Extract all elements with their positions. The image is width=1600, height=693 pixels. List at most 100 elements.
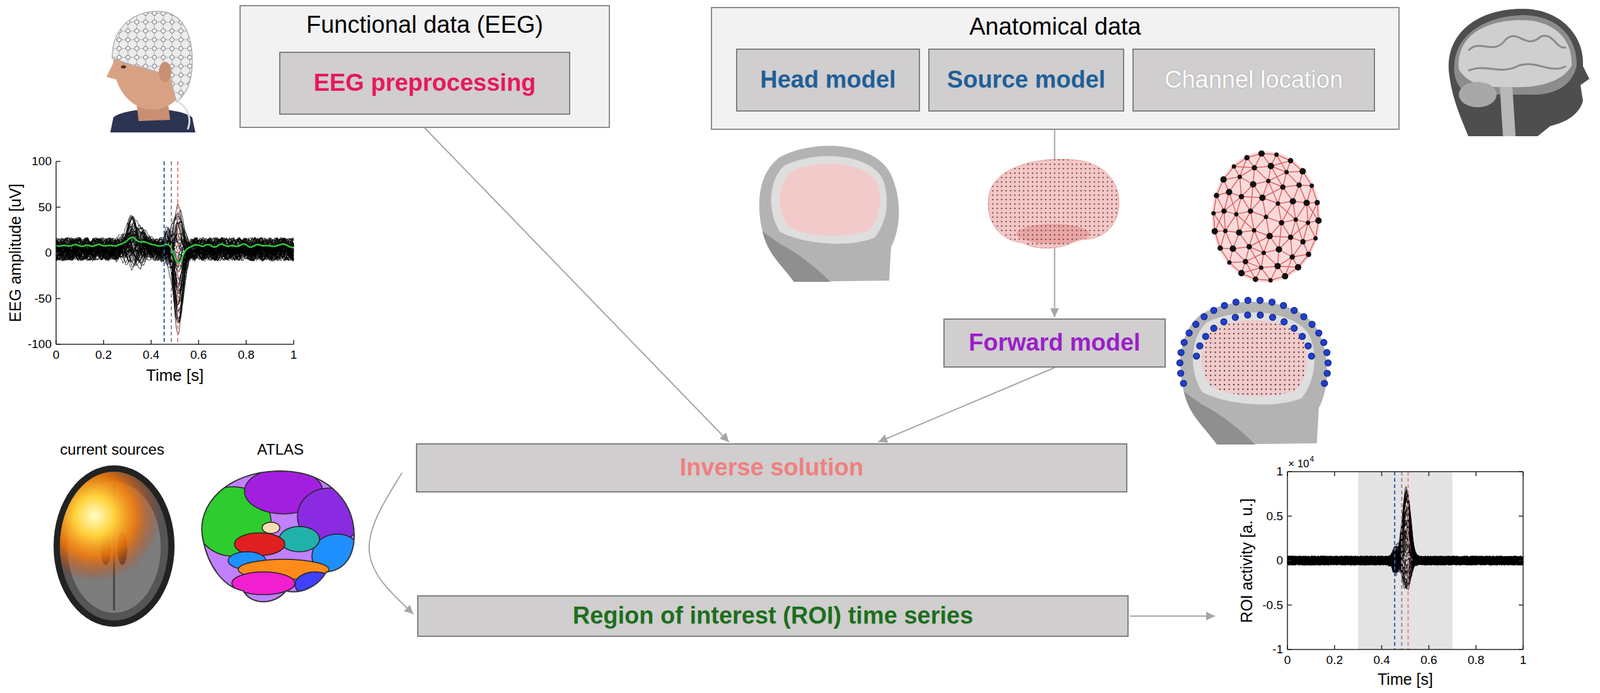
channel-location-mesh (1246, 243, 1253, 250)
channel-location-mesh (1314, 199, 1321, 206)
electrode-dots (1193, 352, 1200, 360)
tick-label: 0.8 (237, 347, 254, 362)
channel-traces (56, 211, 294, 266)
channel-location-mesh (1259, 194, 1266, 201)
tick-label: -100 (27, 337, 52, 352)
electrode-dots (1323, 349, 1331, 356)
tick-label: 50 (38, 200, 52, 215)
channel-location-mesh (1278, 222, 1282, 249)
time-marker (1393, 471, 1396, 650)
channel-location-mesh (1278, 219, 1285, 226)
channel-traces (56, 237, 294, 270)
chart-axes (245, 339, 248, 345)
channel-location-mesh (1258, 149, 1265, 157)
channel-location-mesh (1308, 222, 1316, 239)
axis-label: ROI activity [a. u.] (1237, 497, 1256, 622)
channel-traces (56, 203, 294, 261)
mri-sagittal-image (1468, 35, 1566, 71)
channel-location-mesh (1290, 236, 1293, 257)
channel-location-mesh (1213, 192, 1220, 199)
channel-location-mesh (1295, 219, 1303, 242)
chart-axes (1287, 470, 1524, 472)
channel-location-mesh (1254, 216, 1267, 231)
tick-label: -0.5 (1262, 598, 1284, 612)
time-marker (1407, 471, 1409, 650)
electrode-dots (1300, 313, 1307, 320)
channel-location-mesh (1211, 228, 1219, 235)
chart-axes (1518, 515, 1524, 517)
chart-axes (1381, 471, 1383, 476)
brain-atlas-image (279, 526, 320, 552)
channel-location-mesh (1260, 252, 1264, 268)
eeg-cap-photo (176, 100, 190, 130)
channel-location-mesh (1238, 269, 1245, 277)
channel-location-mesh (1293, 217, 1299, 222)
process-box: EEG preprocessing (279, 51, 571, 115)
electrode-dots (1256, 296, 1263, 304)
connector-group (369, 127, 1055, 614)
tick-label: 0.2 (1326, 652, 1343, 667)
channel-location-mesh (1233, 211, 1239, 217)
channel-traces (1287, 517, 1524, 565)
eeg-cap-photo (120, 65, 127, 69)
brain-atlas-image (201, 470, 355, 602)
channel-traces (56, 221, 294, 260)
channel-traces (56, 214, 294, 273)
forward-model-image (1176, 296, 1331, 445)
channel-location-mesh (1284, 170, 1289, 175)
mri-sagittal-image (1458, 20, 1572, 88)
electrode-dots (1315, 329, 1323, 336)
electrode-dots (1291, 306, 1298, 314)
channel-location-mesh (1228, 192, 1236, 215)
channel-location-mesh (1315, 217, 1322, 224)
axis-multiplier: 4 (1310, 454, 1315, 464)
image-caption: current sources (59, 440, 164, 459)
channel-location-mesh (1260, 267, 1271, 281)
chart-axes (103, 339, 105, 345)
mri-sagittal-image (1499, 86, 1516, 137)
source-model-image (988, 158, 1120, 248)
channel-location-mesh (1239, 157, 1247, 177)
channel-location-mesh (1231, 164, 1237, 169)
channel-location-mesh (1237, 174, 1243, 179)
channel-location-mesh (1250, 184, 1253, 211)
chart-axes (1287, 470, 1292, 472)
channel-traces (1287, 496, 1524, 566)
box-label: Head model (759, 66, 896, 94)
eeg-cap-photo (158, 61, 172, 82)
channel-location-mesh (1274, 262, 1281, 270)
channel-location-mesh (1259, 265, 1264, 270)
axis-label: Time [s] (146, 366, 204, 386)
eeg-butterfly-plot (56, 161, 294, 345)
chart-axes (197, 339, 200, 345)
box-label: Inverse solution (679, 453, 864, 482)
channel-location-mesh (1300, 238, 1306, 245)
tick-label: 0.2 (95, 347, 112, 362)
channel-traces (1287, 490, 1524, 570)
time-marker (177, 161, 179, 345)
channel-location-mesh (1225, 214, 1236, 232)
panel-title: Functional data (EEG) (306, 11, 544, 40)
electrode-dots (1185, 329, 1193, 336)
chart-axes (56, 160, 61, 162)
electrode-dots (1257, 311, 1264, 319)
channel-traces (1287, 486, 1524, 590)
chart-axes (1287, 604, 1292, 606)
channel-location-mesh (1214, 211, 1225, 232)
channel-location-mesh (1249, 180, 1256, 188)
chart-axes (56, 298, 61, 300)
channel-location-mesh (1223, 211, 1226, 232)
channel-location-mesh (1266, 178, 1271, 183)
channel-location-mesh (1225, 188, 1232, 195)
channel-location-mesh (1235, 229, 1243, 236)
channel-location-mesh (1252, 276, 1259, 283)
channel-location-mesh (1305, 220, 1311, 225)
electrode-dots (1320, 339, 1328, 346)
chart-axes (1287, 648, 1292, 650)
electrode-dots (1321, 379, 1328, 387)
tick-label: 0.4 (143, 347, 160, 362)
current-source-image (28, 449, 175, 627)
channel-location-mesh (1220, 176, 1227, 183)
channel-location-mesh (1245, 252, 1264, 262)
channel-traces (1287, 495, 1524, 566)
